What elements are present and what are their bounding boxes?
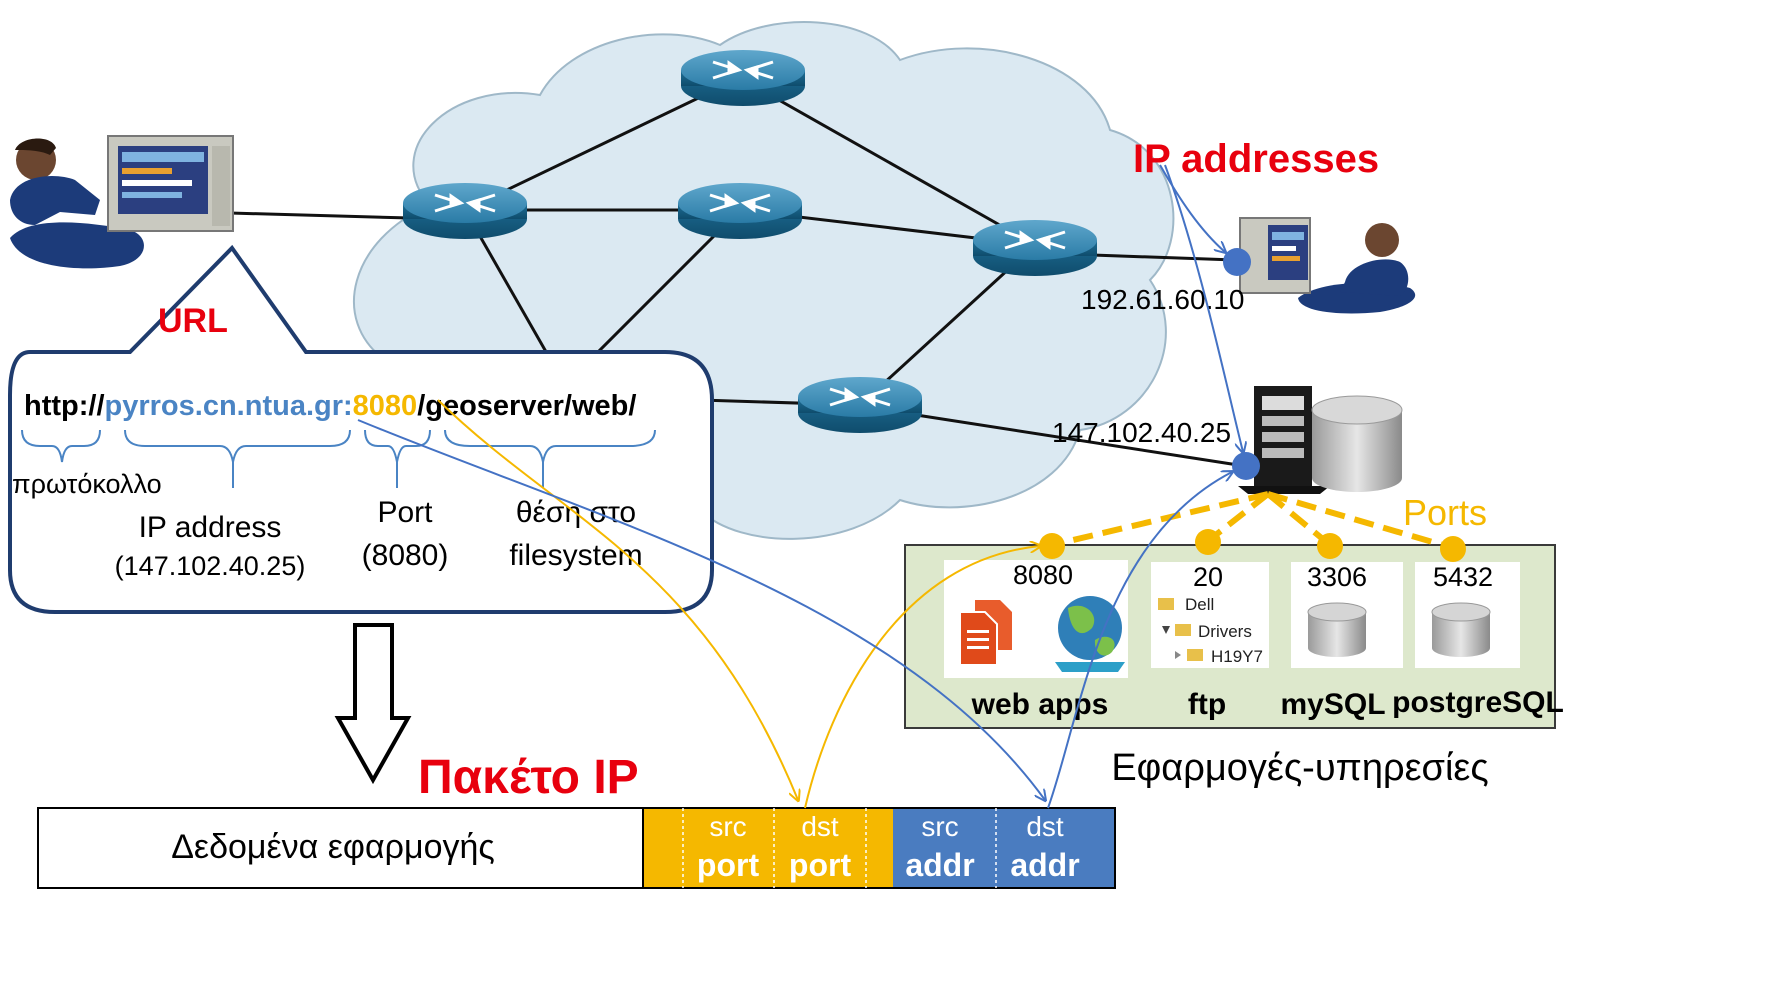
port-number: 8080 <box>1013 560 1073 590</box>
ip-packet: Δεδομένα εφαρμογής src port dst port src… <box>37 807 1116 889</box>
ip-endpoint-dot <box>1232 452 1260 480</box>
packet-field-top: dst <box>801 811 839 842</box>
ip-part-label: IP address <box>139 511 282 544</box>
user-workstation-icon <box>10 135 234 269</box>
service-name: ftp <box>1188 688 1226 721</box>
packet-data-field <box>37 807 644 889</box>
port-number: 5432 <box>1433 562 1493 592</box>
database-icon <box>1307 602 1367 657</box>
packet-title: Πακέτο IP <box>418 751 639 804</box>
port-dot <box>1317 533 1343 559</box>
database-icon <box>1311 395 1403 492</box>
service-box-ftp <box>1151 562 1269 668</box>
packet-data-label: Δεδομένα εφαρμογής <box>171 828 495 866</box>
ip-endpoint-dot <box>1223 248 1251 276</box>
user-workstation-icon <box>1239 217 1416 314</box>
globe-icon <box>1055 596 1125 672</box>
url-host: pyrros.cn.ntua.gr: <box>105 390 353 422</box>
packet-field-top: src <box>709 811 746 842</box>
packet-field-bottom: port <box>789 847 852 883</box>
addr-mapping-arrow <box>357 419 1045 800</box>
ports-label: Ports <box>1403 492 1487 533</box>
router-icon <box>679 48 807 108</box>
router-icon <box>676 181 804 241</box>
down-arrow-icon <box>334 623 412 785</box>
services-caption: Εφαρμογές-υπηρεσίες <box>1111 747 1488 789</box>
port-mapping-arrow <box>437 399 798 800</box>
url-port: 8080 <box>353 390 418 422</box>
port-dot <box>1440 536 1466 562</box>
service-name: mySQL <box>1280 688 1385 721</box>
port-links <box>1051 491 1454 551</box>
server-icon <box>1238 386 1330 494</box>
url-path: /geoserver/web/ <box>417 390 636 422</box>
packet-field-top: dst <box>1026 811 1064 842</box>
database-icon <box>1431 602 1491 657</box>
pointer-arrow <box>1159 164 1225 252</box>
packet-field-bottom: port <box>697 847 760 883</box>
ip-part-value: (147.102.40.25) <box>115 551 306 581</box>
packet-field-top: src <box>921 811 958 842</box>
port-mapping-arrow <box>804 546 1040 809</box>
service-name: postgreSQL <box>1392 686 1564 719</box>
folder-name: H19Y7 <box>1211 647 1263 666</box>
router-icon <box>971 218 1099 278</box>
folder-tree: Dell Drivers H19Y7 <box>1158 595 1263 666</box>
router-icon <box>796 375 924 435</box>
url-protocol: http:// <box>24 390 105 422</box>
port-dot <box>1195 529 1221 555</box>
port-dot <box>1039 533 1065 559</box>
packet-addr-fields <box>893 808 1115 888</box>
port-number: 20 <box>1193 562 1223 592</box>
client-ip-label: 192.61.60.10 <box>1081 284 1245 315</box>
protocol-label: πρωτόκολλο <box>12 469 162 499</box>
ip-addresses-label: IP addresses <box>1133 137 1379 181</box>
packet-field-bottom: addr <box>905 847 974 883</box>
port-number: 3306 <box>1307 562 1367 592</box>
folder-name: Dell <box>1185 595 1214 614</box>
server-ip-label: 147.102.40.25 <box>1052 417 1231 448</box>
url-label: URL <box>158 302 228 340</box>
documents-icon <box>959 600 1012 666</box>
packet-port-fields <box>643 808 893 888</box>
port-part-value: (8080) <box>362 539 449 572</box>
pointer-arrow <box>1164 164 1243 452</box>
path-part-value: filesystem <box>509 539 642 572</box>
port-part-label: Port <box>377 496 433 529</box>
url-callout <box>8 244 714 614</box>
addr-mapping-arrow <box>1047 472 1232 809</box>
service-name: web apps <box>971 688 1109 721</box>
folder-name: Drivers <box>1198 622 1252 641</box>
packet-field-bottom: addr <box>1010 847 1079 883</box>
router-icon <box>401 181 529 241</box>
url-text: http://pyrros.cn.ntua.gr:8080/geoserver/… <box>24 390 636 422</box>
